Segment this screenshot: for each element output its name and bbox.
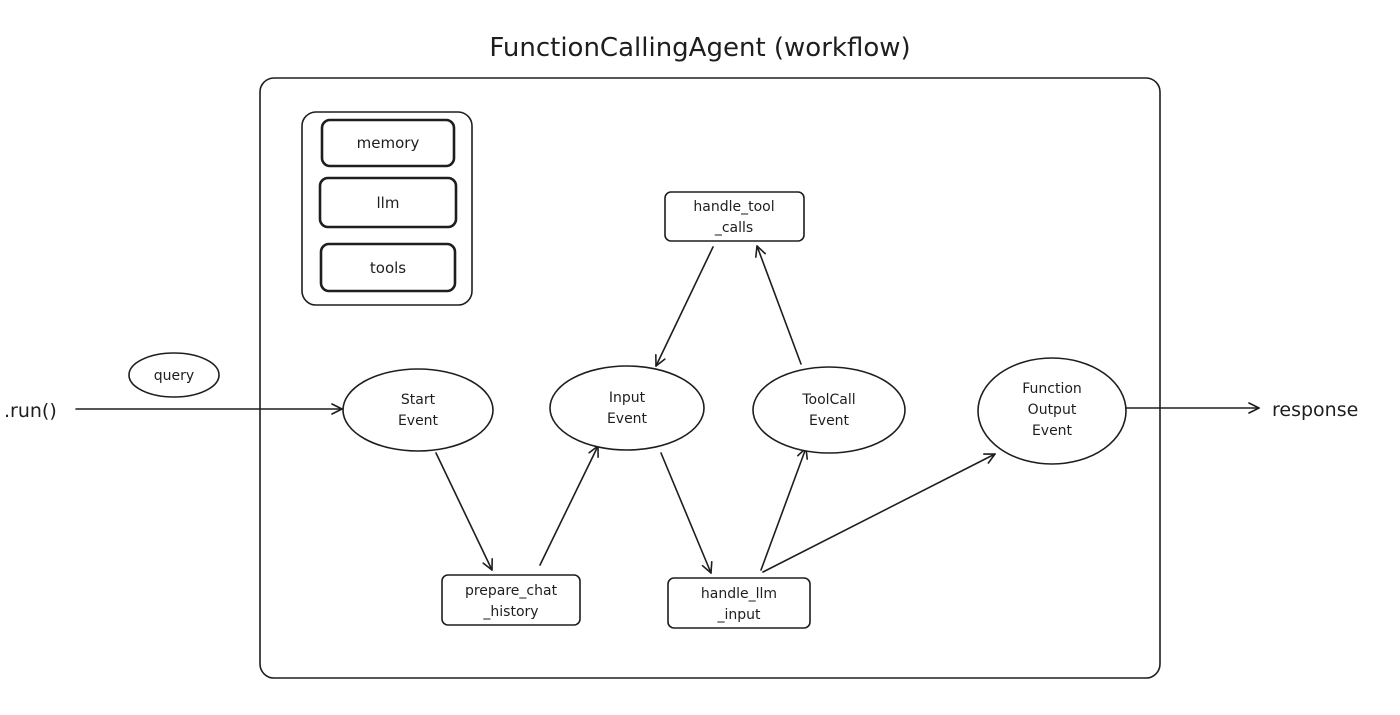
edge-prepare-to-input (539, 445, 599, 566)
edge-start-to-prepare (435, 452, 493, 571)
edge-toolcall-to-handle-tool (755, 245, 802, 365)
tools-component: tools (319, 242, 457, 293)
query-label: query (154, 368, 194, 384)
handle-llm-input-line-1: handle_llm (701, 586, 777, 602)
prepare-chat-history-step: prepare_chat _history (441, 574, 581, 626)
handle-tool-calls-line-2: _calls (714, 220, 753, 236)
start-event-line-1: Start (401, 392, 436, 408)
run-label: .run() (4, 400, 57, 422)
function-output-event-line-2: Output (1028, 402, 1077, 418)
edge-handle-llm-to-function-output (762, 453, 996, 573)
start-event-node: Start Event (342, 368, 494, 452)
handle-llm-input-line-2: _input (716, 607, 761, 623)
handle-tool-calls-step: handle_tool _calls (664, 191, 805, 242)
workflow-container (259, 77, 1161, 679)
llm-label: llm (377, 194, 400, 212)
components-panel: memory llm tools (301, 111, 473, 306)
input-event-line-2: Event (607, 411, 648, 427)
memory-label: memory (357, 134, 420, 152)
prepare-chat-history-line-1: prepare_chat (465, 583, 558, 599)
function-output-event-node: Function Output Event (977, 357, 1127, 465)
toolcall-event-line-2: Event (809, 413, 850, 429)
memory-component: memory (320, 118, 456, 168)
edge-input-to-handle-llm (660, 452, 713, 574)
edge-handle-llm-to-toolcall (760, 447, 809, 571)
function-output-event-line-3: Event (1032, 423, 1073, 439)
function-output-event-line-1: Function (1022, 381, 1082, 397)
edge-handle-tool-to-input (655, 246, 714, 367)
input-event-line-1: Input (609, 390, 646, 406)
diagram-title: FunctionCallingAgent (workflow) (489, 33, 910, 63)
start-event-line-2: Event (398, 413, 439, 429)
response-label: response (1272, 399, 1358, 421)
prepare-chat-history-line-2: _history (482, 604, 538, 620)
toolcall-event-line-1: ToolCall (801, 392, 855, 408)
tools-label: tools (370, 259, 406, 277)
handle-llm-input-step: handle_llm _input (667, 577, 811, 629)
edges (75, 245, 1260, 574)
llm-component: llm (318, 176, 458, 229)
input-event-node: Input Event (549, 365, 705, 451)
toolcall-event-node: ToolCall Event (752, 366, 906, 454)
query-node: query (128, 352, 220, 398)
handle-tool-calls-line-1: handle_tool (693, 199, 774, 215)
